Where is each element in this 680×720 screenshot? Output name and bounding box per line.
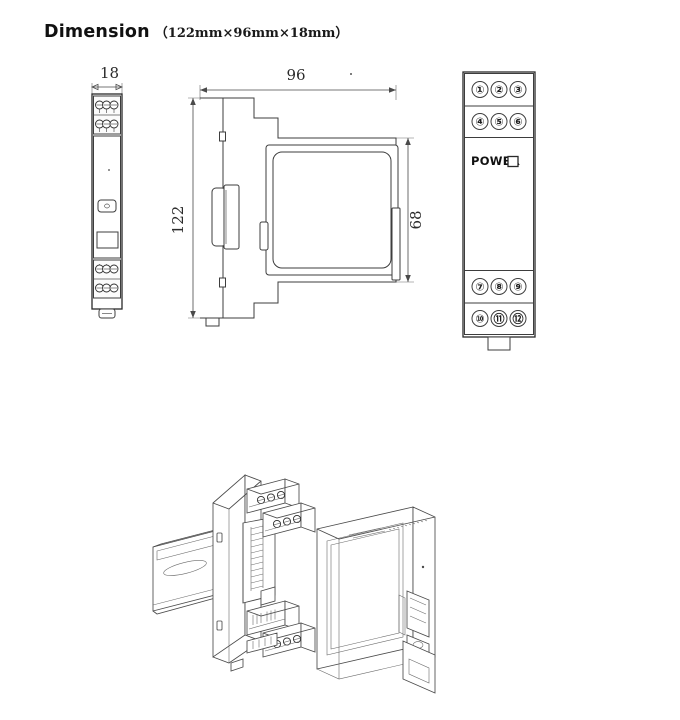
side-housing-middle — [93, 135, 121, 259]
terminal-number-7: ⑦ — [475, 281, 484, 294]
iso-vent-ribs — [250, 524, 264, 591]
terminal-number-1: ① — [475, 84, 484, 97]
iso-housing-mid-section — [242, 516, 276, 606]
terminal-row-4: ⑩ ⑪ ⑫ — [471, 310, 527, 327]
iso-display-bottom-flange — [402, 640, 436, 694]
front-panel-view: ① ② ③ ④ ⑤ ⑥ POWER — [455, 66, 555, 356]
terminal-number-11: ⑪ — [494, 312, 505, 326]
iso-din-rail-clip — [152, 527, 224, 615]
iso-display-top-vents — [348, 519, 428, 539]
terminal-number-12: ⑫ — [513, 312, 524, 326]
dim-dot-marker — [350, 73, 352, 75]
front-terminal-group-top: ① ② ③ ④ ⑤ ⑥ — [464, 73, 534, 138]
dim-label-68: 68 — [407, 210, 425, 229]
side-pinhole-marker — [108, 169, 110, 171]
dim-label-96: 96 — [286, 66, 305, 84]
side-label-plate — [96, 231, 119, 249]
bezel-right-tab — [391, 207, 401, 281]
power-led-indicator — [507, 155, 519, 168]
display-screen-area — [272, 151, 392, 269]
side-bottom-terminal-block — [93, 259, 121, 299]
side-top-terminal-block — [93, 95, 121, 135]
dim-line-122 — [188, 97, 208, 319]
bezel-side-tab — [259, 221, 269, 251]
title-heading: Dimension — [44, 22, 150, 42]
front-bottom-foot — [487, 336, 511, 351]
terminal-number-4: ④ — [475, 116, 484, 129]
terminal-number-9: ⑨ — [513, 281, 522, 294]
iso-display-unit — [316, 506, 436, 694]
page-title: Dimension （122mm×96mm×18mm） — [44, 22, 348, 42]
front-face-middle: POWER — [464, 137, 534, 271]
terminal-number-5: ⑤ — [494, 116, 503, 129]
terminal-number-6: ⑥ — [513, 116, 522, 129]
terminal-row-3: ⑦ ⑧ ⑨ — [471, 278, 527, 295]
side-elevation-view: 18 — [70, 60, 160, 345]
front-terminal-group-bottom: ⑦ ⑧ ⑨ ⑩ ⑪ ⑫ — [464, 270, 534, 335]
iso-bottom-contacts-1 — [252, 609, 276, 625]
din-clip-bracket — [211, 184, 240, 250]
terminal-row-1: ① ② ③ — [471, 81, 527, 98]
section-profile-view: 96 122 68 — [168, 60, 443, 345]
iso-display-pinhole — [421, 565, 425, 569]
dim-label-122: 122 — [169, 206, 187, 235]
exploded-isometric-view — [135, 445, 475, 695]
iso-terminal-block-bottom-1 — [246, 600, 300, 636]
title-dimension-spec: （122mm×96mm×18mm） — [154, 26, 349, 41]
flange-notch-bottom — [219, 277, 226, 288]
terminal-number-2: ② — [494, 84, 503, 97]
iso-terminal-block-top-2 — [262, 502, 316, 538]
terminal-number-10: ⑩ — [475, 313, 484, 326]
terminal-number-3: ③ — [513, 84, 522, 97]
dim-label-18: 18 — [100, 64, 119, 82]
terminal-number-8: ⑧ — [494, 281, 503, 294]
dim-line-18 — [90, 83, 124, 96]
side-din-foot — [98, 308, 116, 319]
profile-bottom-foot — [205, 317, 220, 327]
display-bezel — [265, 144, 399, 276]
dim-line-96 — [199, 85, 397, 100]
side-connector-slot — [97, 199, 117, 213]
iso-bottom-contact-strip — [246, 632, 278, 654]
flange-notch-top — [219, 131, 226, 142]
terminal-row-2: ④ ⑤ ⑥ — [471, 113, 527, 130]
iso-terminal-block-top-1 — [246, 478, 300, 514]
